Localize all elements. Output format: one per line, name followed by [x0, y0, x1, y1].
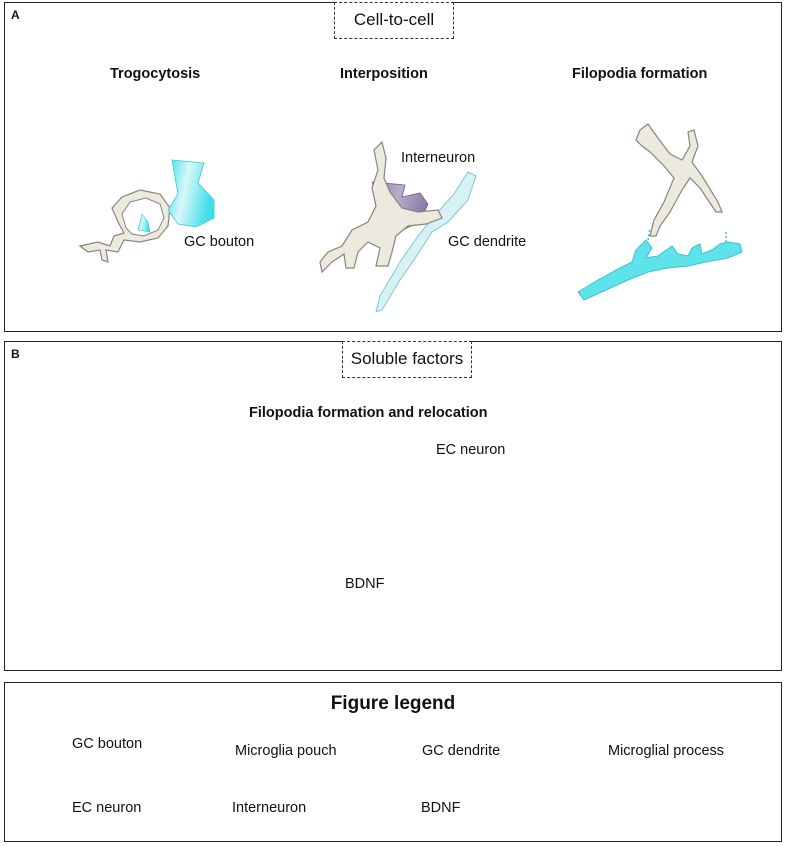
legend-label-gc-bouton: GC bouton: [72, 736, 143, 752]
trogocytosis-gc-bouton: [167, 159, 215, 228]
section-filopodia-relocation: Filopodia formation and relocation: [249, 405, 488, 421]
legend-label-gc-dendrite: GC dendrite: [422, 743, 501, 759]
interposition-microglial-process: [319, 140, 443, 274]
label-interneuron: Interneuron: [401, 150, 476, 166]
filopodia-microglial-process: [635, 123, 723, 237]
legend-label-bdnf: BDNF: [421, 800, 461, 816]
section-trogocytosis: Trogocytosis: [110, 66, 201, 82]
trogocytosis-engulfed-fragment: [137, 213, 151, 233]
panel-b: B: [4, 341, 782, 671]
filopodia-gc-dendrite: [577, 239, 743, 301]
panel-b-letter: B: [11, 347, 20, 361]
legend-title: Figure legend: [330, 693, 456, 714]
legend-label-microglia-pouch: Microglia pouch: [235, 743, 337, 759]
label-gc-dendrite: GC dendrite: [448, 234, 527, 250]
filopodia-dotted-spine: [647, 227, 727, 242]
panel-a-letter: A: [11, 8, 20, 22]
trogocytosis-microglia-pouch: [78, 189, 171, 263]
label-ec-neuron: EC neuron: [436, 442, 506, 458]
legend-label-ec-neuron: EC neuron: [72, 800, 142, 816]
section-filopodia-formation: Filopodia formation: [572, 66, 708, 82]
label-bdnf: BDNF: [345, 576, 385, 592]
panel-a-title: Cell-to-cell: [334, 2, 454, 39]
legend-box: Figure legend: [4, 682, 782, 842]
legend-label-interneuron: Interneuron: [232, 800, 307, 816]
label-gc-bouton: GC bouton: [184, 234, 255, 250]
panel-b-title: Soluble factors: [342, 341, 472, 378]
legend-label-microglial-process: Microglial process: [608, 743, 725, 759]
section-interposition: Interposition: [340, 66, 428, 82]
